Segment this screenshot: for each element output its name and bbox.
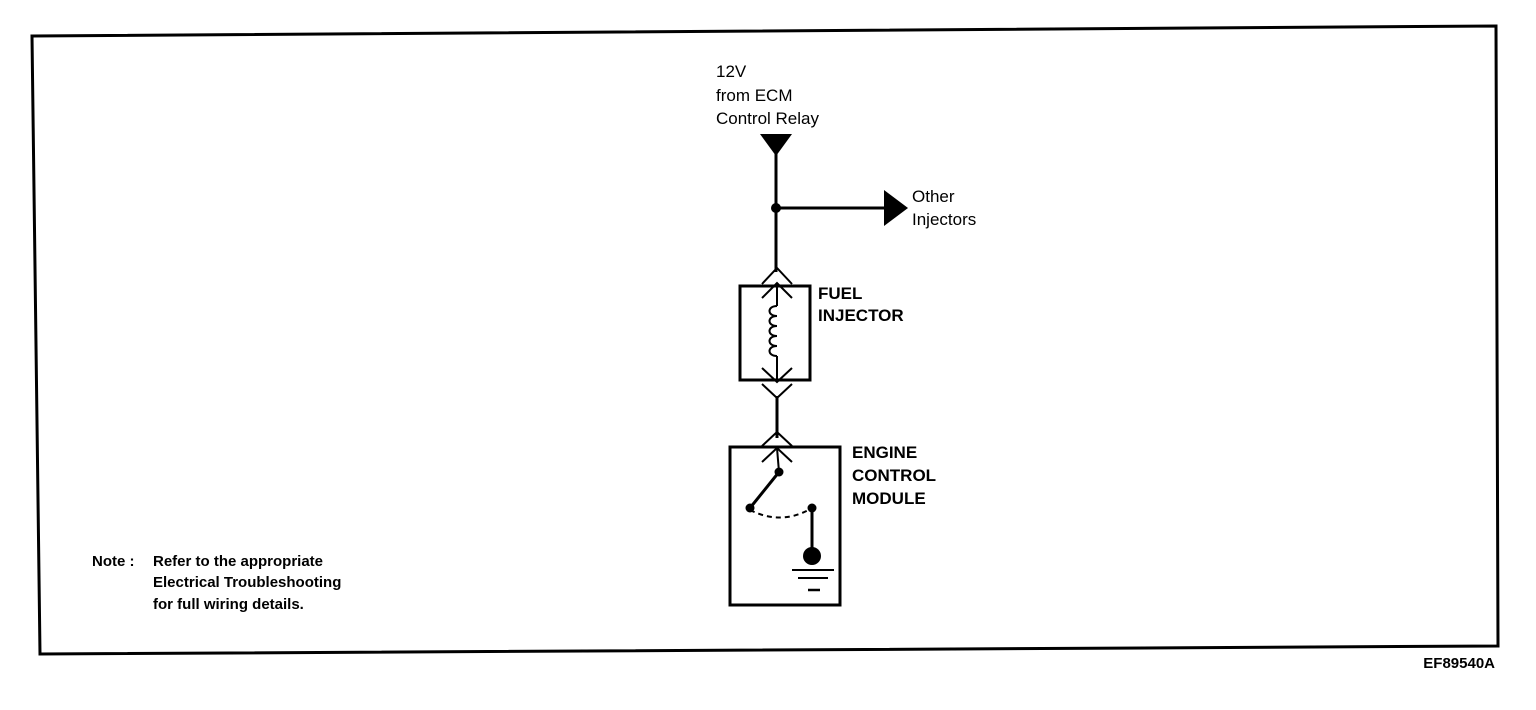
diagram-frame (30, 24, 1500, 656)
supply-terminal-arrow (760, 134, 792, 156)
branch-label-line-1: Other (912, 187, 955, 206)
injector-label-line-2: INJECTOR (818, 306, 904, 325)
ecm-label-line-2: CONTROL (852, 466, 936, 485)
supply-label-line-2: from ECM (716, 86, 793, 105)
fuel-injector-box (738, 284, 812, 382)
switch-arm (748, 471, 781, 509)
injector-bottom-connector (761, 367, 793, 384)
supply-label-line-3: Control Relay (716, 109, 819, 128)
supply-label-line-1: 12V (716, 62, 747, 81)
ecm-box (728, 445, 842, 607)
ecm-connector-outer (761, 430, 793, 447)
ecm-label-line-1: ENGINE (852, 443, 917, 462)
branch-arrow (884, 190, 908, 226)
figure-code: EF89540A (1423, 655, 1495, 672)
note-line-3: for full wiring details. (153, 596, 304, 613)
ecm-label-line-3: MODULE (852, 489, 926, 508)
note-prefix: Note : (92, 553, 135, 570)
injector-label-line-1: FUEL (818, 284, 862, 303)
switch-actuator-dashed (749, 507, 813, 519)
ground-node (803, 547, 821, 565)
note-line-2: Electrical Troubleshooting (153, 574, 341, 591)
branch-label-line-2: Injectors (912, 210, 976, 229)
injector-bottom-connector-outer (761, 383, 793, 400)
injector-top-connector (761, 266, 793, 285)
note-line-1: Refer to the appropriate (153, 553, 323, 570)
coil-icon (768, 305, 778, 357)
